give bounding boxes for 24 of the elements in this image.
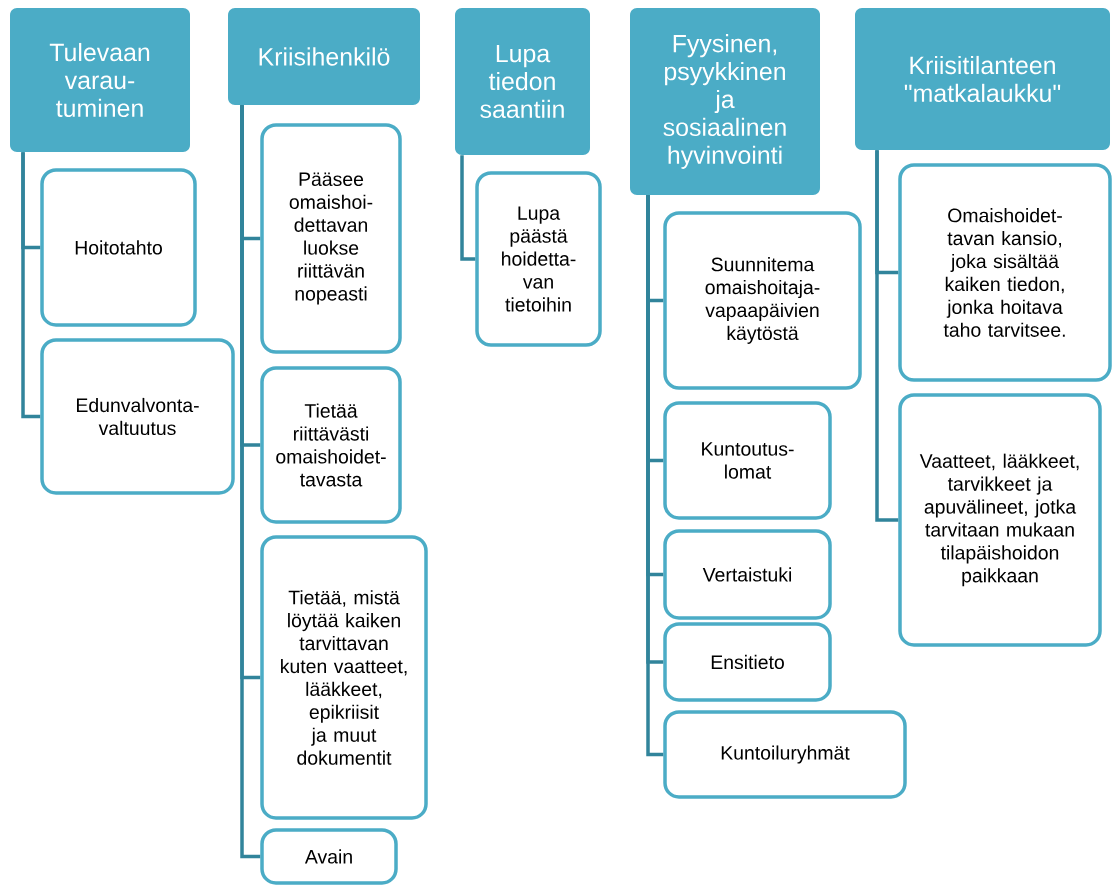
item-box: Tietää, mistä löytää kaiken tarvittavan kuten vaatteet, lääkkeet, epikriisit ja muut dokumentit <box>260 535 428 820</box>
item-box: Kuntoiluryhmät <box>663 710 907 799</box>
item-box: Lupa päästä hoidetta-van tietoihin <box>475 171 602 347</box>
header-box: Tulevaan varau-tuminen <box>10 8 190 152</box>
connector-line <box>646 195 664 757</box>
item-box: Pääsee omaishoi-dettavan luokse riittävän nopeasti <box>260 123 402 354</box>
item-box: Ensitieto <box>663 622 832 702</box>
header-box: Kriisihenkilö <box>228 8 420 105</box>
item-box: Kuntoutus-lomat <box>663 401 832 520</box>
item-box: Edunvalvonta-valtuutus <box>40 338 235 495</box>
connector-line <box>21 152 41 419</box>
connector-line <box>875 150 899 522</box>
connector-line <box>460 155 476 261</box>
item-box: Avain <box>260 828 398 885</box>
item-box: Suunnitema omaishoitaja-vapaapäivien käytöstä <box>663 211 862 390</box>
connector-line <box>240 105 261 859</box>
item-box: Tietää riittävästi omaishoidet-tavasta <box>260 366 402 524</box>
item-box: Omaishoidet-tavan kansio, joka sisältää kaiken tiedon, jonka hoitava taho tarvitsee. <box>898 163 1112 382</box>
header-box: Kriisitilanteen "matkalaukku" <box>855 8 1110 150</box>
header-box: Lupa tiedon saantiin <box>455 8 590 155</box>
item-box: Hoitotahto <box>40 168 197 327</box>
item-box: Vaatteet, lääkkeet, tarvikkeet ja apuvälineet, jotka tarvitaan mukaan tilapäishoidon paikkaan <box>898 393 1102 647</box>
item-box: Vertaistuki <box>663 529 832 620</box>
header-box: Fyysinen, psyykkinen ja sosiaalinen hyvinvointi <box>630 8 820 195</box>
